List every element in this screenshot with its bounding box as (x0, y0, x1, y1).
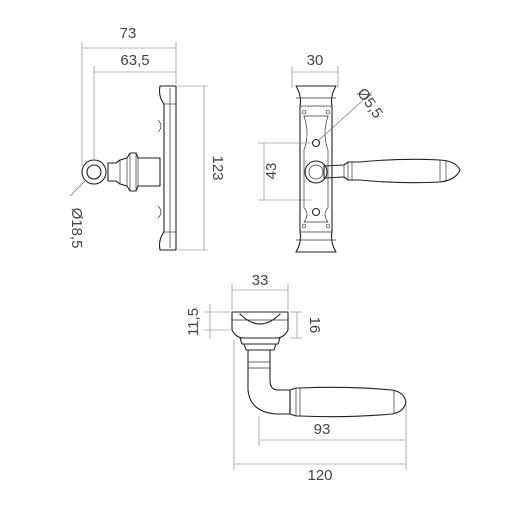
top-view: 33 11,5 16 93 120 (185, 272, 407, 484)
front-lever (323, 158, 461, 184)
dim-rose-depth-label: 16 (306, 317, 323, 334)
dim-total-length-label: 120 (307, 467, 332, 484)
side-view: 73 63,5 123 Ø18,5 (68, 25, 226, 251)
dim-total-length: 120 (233, 340, 407, 484)
dim-center-distance: 43 (258, 142, 312, 201)
front-rose (304, 160, 328, 184)
dim-side-height-label: 123 (209, 155, 226, 180)
dim-side-width: 73 (81, 25, 177, 166)
front-view: 30 Ø5,5 43 (258, 52, 461, 253)
dim-side-width-inner-label: 63,5 (120, 52, 149, 69)
dim-front-width: 30 (291, 52, 339, 88)
side-knob (81, 159, 107, 185)
dim-rose-height-label: 11,5 (185, 308, 202, 336)
top-rose (231, 311, 289, 351)
top-lever (247, 349, 407, 418)
dim-front-width-label: 30 (307, 52, 324, 69)
front-backplate (295, 85, 337, 253)
dim-side-width-inner: 63,5 (93, 52, 176, 160)
dim-hole-diameter-label: Ø5,5 (353, 85, 386, 121)
dim-center-distance-label: 43 (263, 163, 280, 180)
side-lever (107, 152, 161, 192)
dim-rose-height: 11,5 (185, 304, 230, 338)
dim-lever-projection-label: 93 (314, 421, 331, 438)
dim-knob-diameter-label: Ø18,5 (68, 208, 85, 249)
dim-lever-projection: 93 (258, 404, 407, 446)
dim-side-width-label: 73 (120, 25, 137, 42)
side-backplate (157, 85, 177, 251)
dim-rose-width: 33 (231, 272, 289, 310)
dim-knob-diameter: Ø18,5 (68, 180, 86, 249)
dim-rose-width-label: 33 (252, 272, 269, 289)
dim-side-height: 123 (178, 85, 226, 251)
dim-hole-diameter: Ø5,5 (318, 85, 386, 141)
dim-rose-depth: 16 (290, 311, 323, 339)
